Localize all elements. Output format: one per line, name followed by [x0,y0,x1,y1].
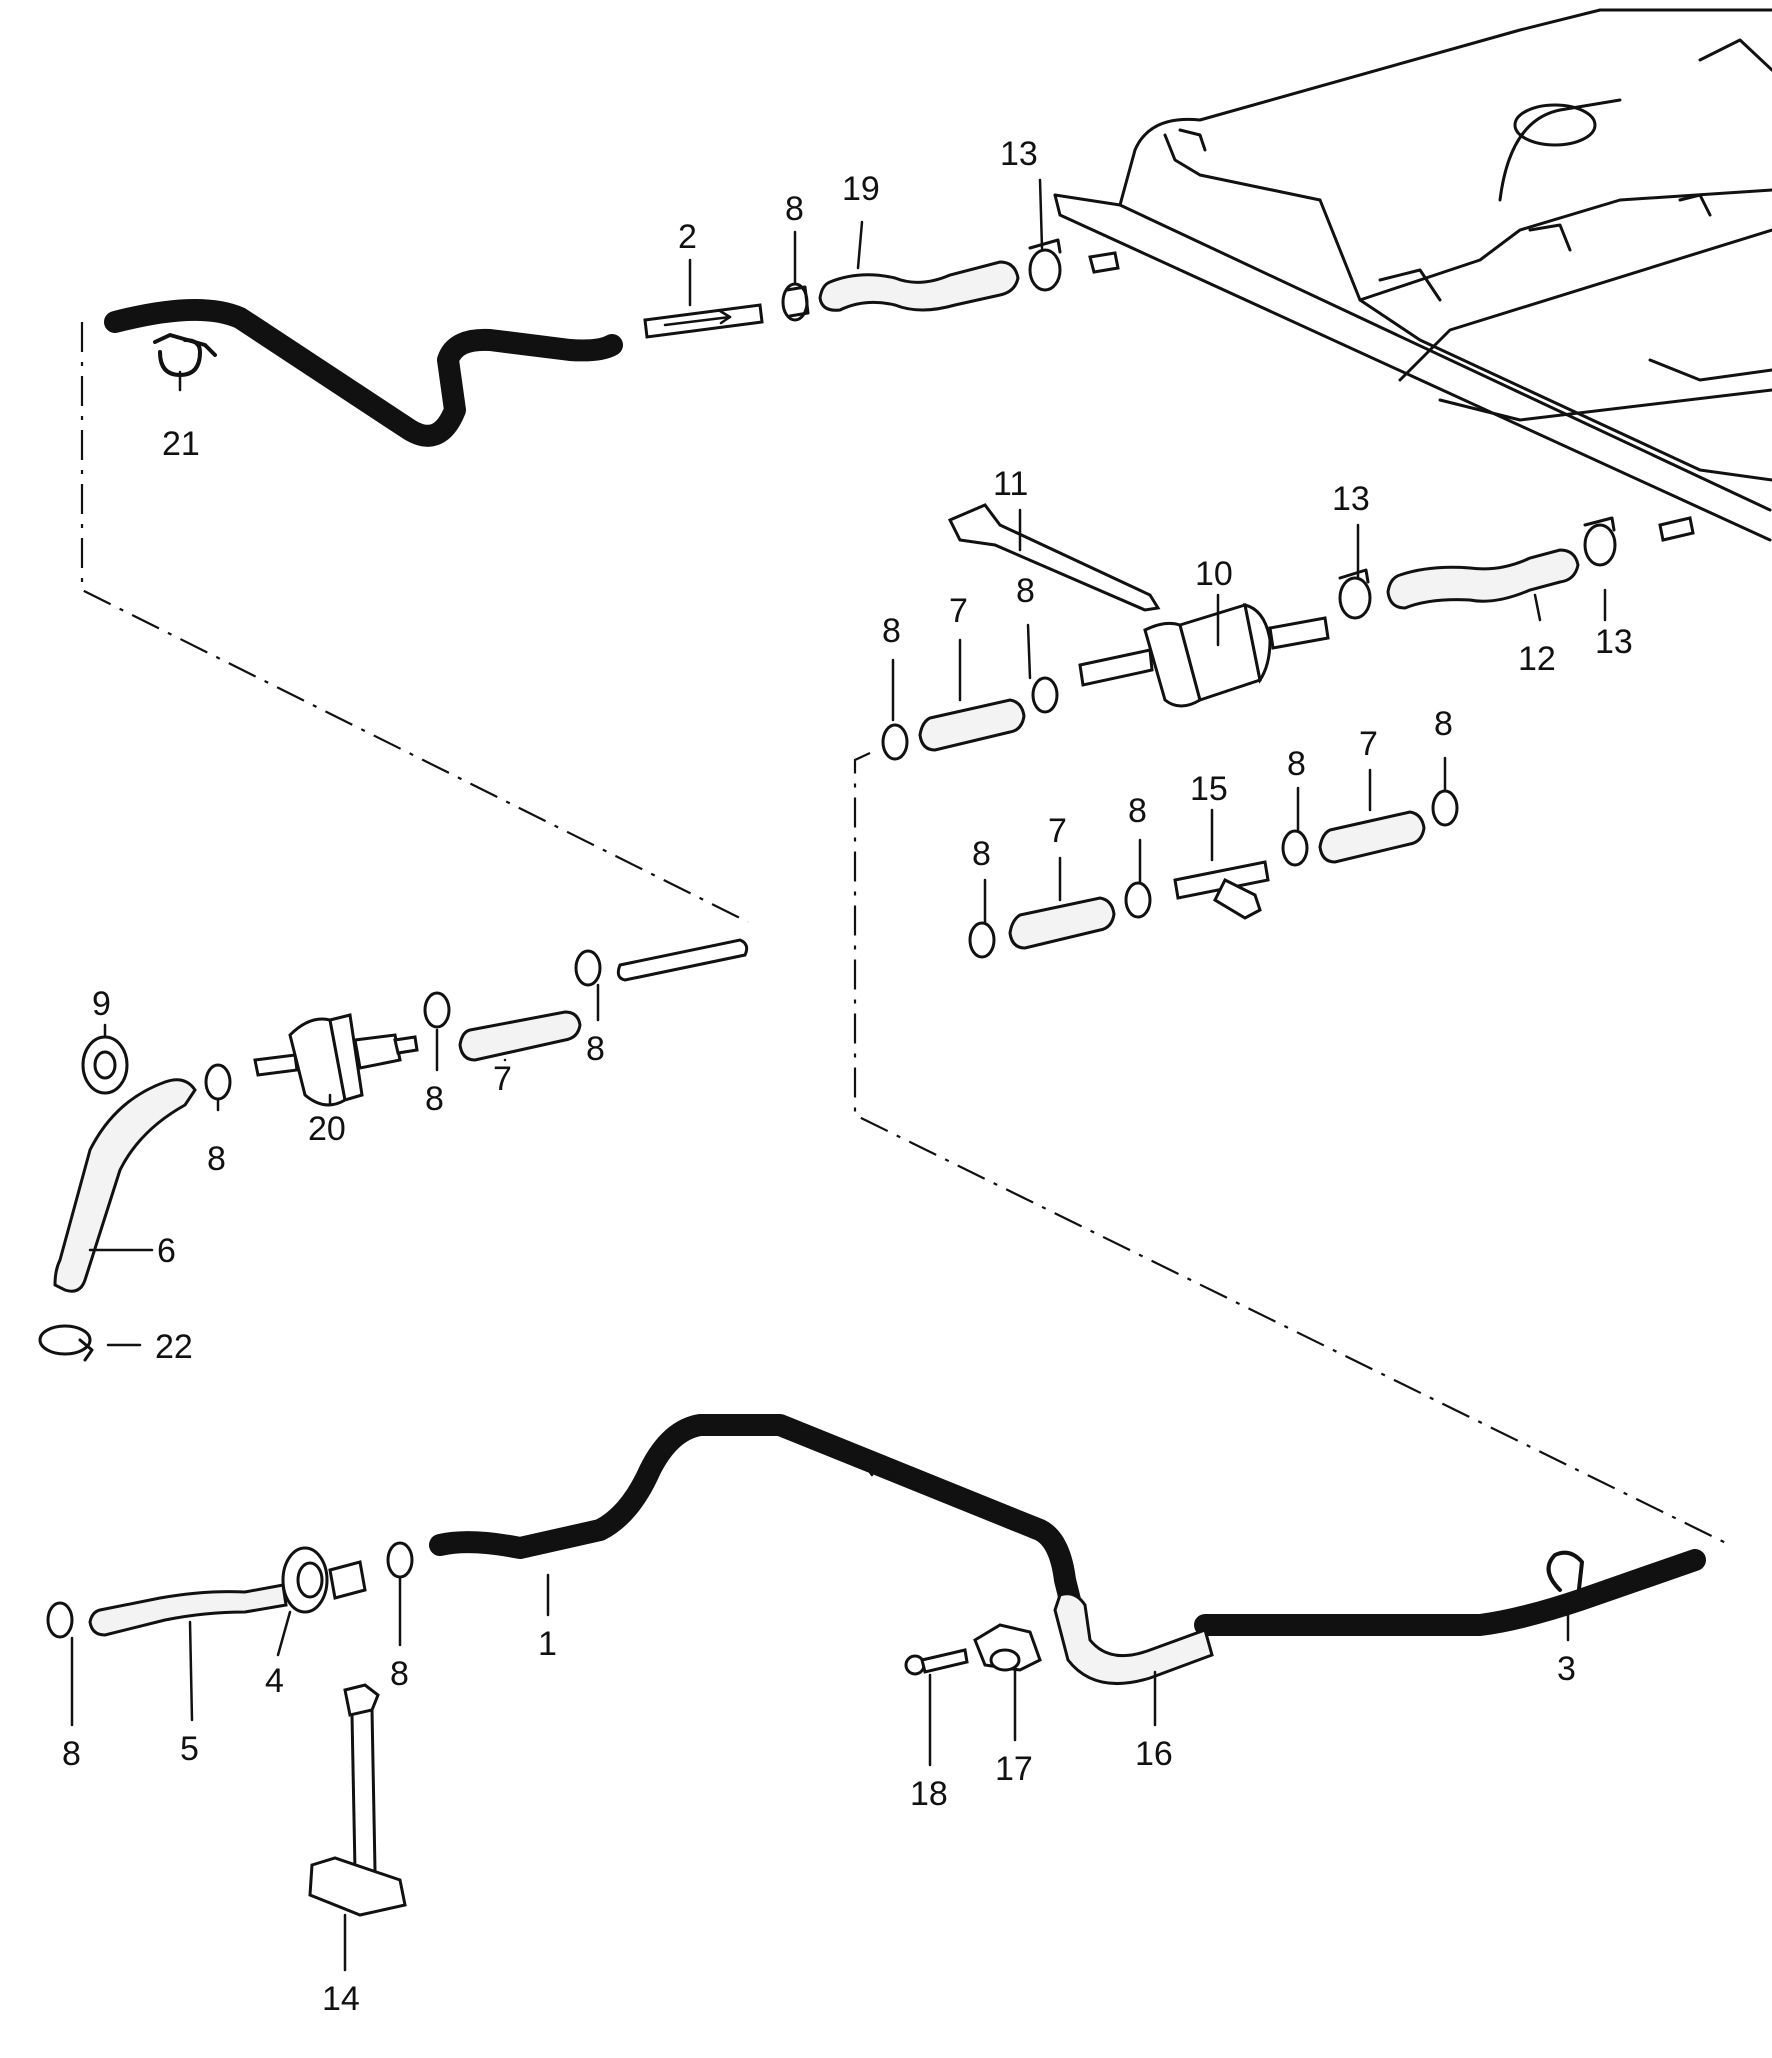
callout-8: 8 [882,612,901,650]
callout-22: 22 [155,1328,193,1366]
hose-16 [1053,1592,1214,1686]
grommet-9 [81,1035,129,1095]
fuel-tank [1053,8,1772,542]
callout-13: 13 [1000,135,1038,173]
callout-8: 8 [785,190,804,228]
grommet-4 [281,1546,367,1614]
callout-15: 15 [1190,770,1228,808]
callout-20: 20 [308,1110,346,1148]
callout-4: 4 [265,1662,284,1700]
hose-7-right-top [918,698,1026,752]
hose-clamps-8-right-mid [968,789,1459,959]
hose-5 [88,1583,288,1637]
hose-6 [53,1078,197,1293]
hose-12 [1386,548,1580,610]
fuel-pipe-upper [104,298,764,447]
hose-clamps-8-lower [46,1541,414,1639]
callout-8: 8 [425,1080,444,1118]
callout-17: 17 [995,1750,1033,1788]
hose-clamps-13-right [1338,516,1695,620]
callout-6: 6 [157,1232,176,1270]
fuel-filter-10 [1078,602,1330,708]
cable-tie-11 [947,503,1161,612]
callout-21: 21 [162,425,200,463]
callout-13: 13 [1332,480,1370,518]
screw-18 [904,1648,969,1676]
callout-7: 7 [493,1060,512,1098]
callout-2: 2 [678,218,697,256]
callout-3: 3 [1557,1650,1576,1688]
callout-5: 5 [180,1730,199,1768]
pipe-end-left [616,938,749,982]
hose-19 [818,260,1020,312]
callout-8: 8 [62,1735,81,1773]
clip-21 [153,333,217,377]
clamp-22 [38,1324,94,1362]
callout-8: 8 [1016,572,1035,610]
callout-8: 8 [1128,792,1147,830]
callout-8: 8 [207,1140,226,1178]
callout-14: 14 [322,1980,360,2018]
routing-lines [80,322,1731,1546]
callout-8: 8 [390,1655,409,1693]
callout-11: 11 [993,465,1028,503]
hose-7-left [458,1010,582,1062]
leader-lines [70,178,1607,1972]
callout-7: 7 [949,592,968,630]
fuel-pipe-lower [429,1414,1706,1636]
hose-clamp-13-upper [1028,238,1120,292]
callout-10: 10 [1195,555,1233,593]
hose-7-right-mid [1008,896,1116,950]
bracket-14 [308,1683,407,1917]
callout-8: 8 [1434,705,1453,743]
callout-8: 8 [1287,745,1306,783]
hose-7-right-far [1318,810,1426,864]
fuel-filter-20 [253,1013,419,1107]
t-connector-15 [1173,860,1270,920]
callout-8: 8 [972,835,991,873]
clamp-3 [1546,1550,1584,1602]
callout-12: 12 [1518,640,1556,678]
callout-7: 7 [1048,812,1067,850]
callout-19: 19 [842,170,880,208]
callout-labels: 2 8 19 13 21 11 10 13 12 13 8 7 8 8 8 7 … [62,135,1633,2018]
callout-16: 16 [1135,1735,1173,1773]
callout-9: 9 [92,985,111,1023]
callout-8: 8 [586,1030,605,1068]
hose-clamp-8-upper [781,282,810,322]
callout-7: 7 [1359,725,1378,763]
callout-18: 18 [910,1775,948,1813]
callout-13: 13 [1595,623,1633,661]
callout-1: 1 [538,1625,557,1663]
clip-17 [973,1623,1042,1672]
hose-clamps-8-right-top [881,676,1059,761]
